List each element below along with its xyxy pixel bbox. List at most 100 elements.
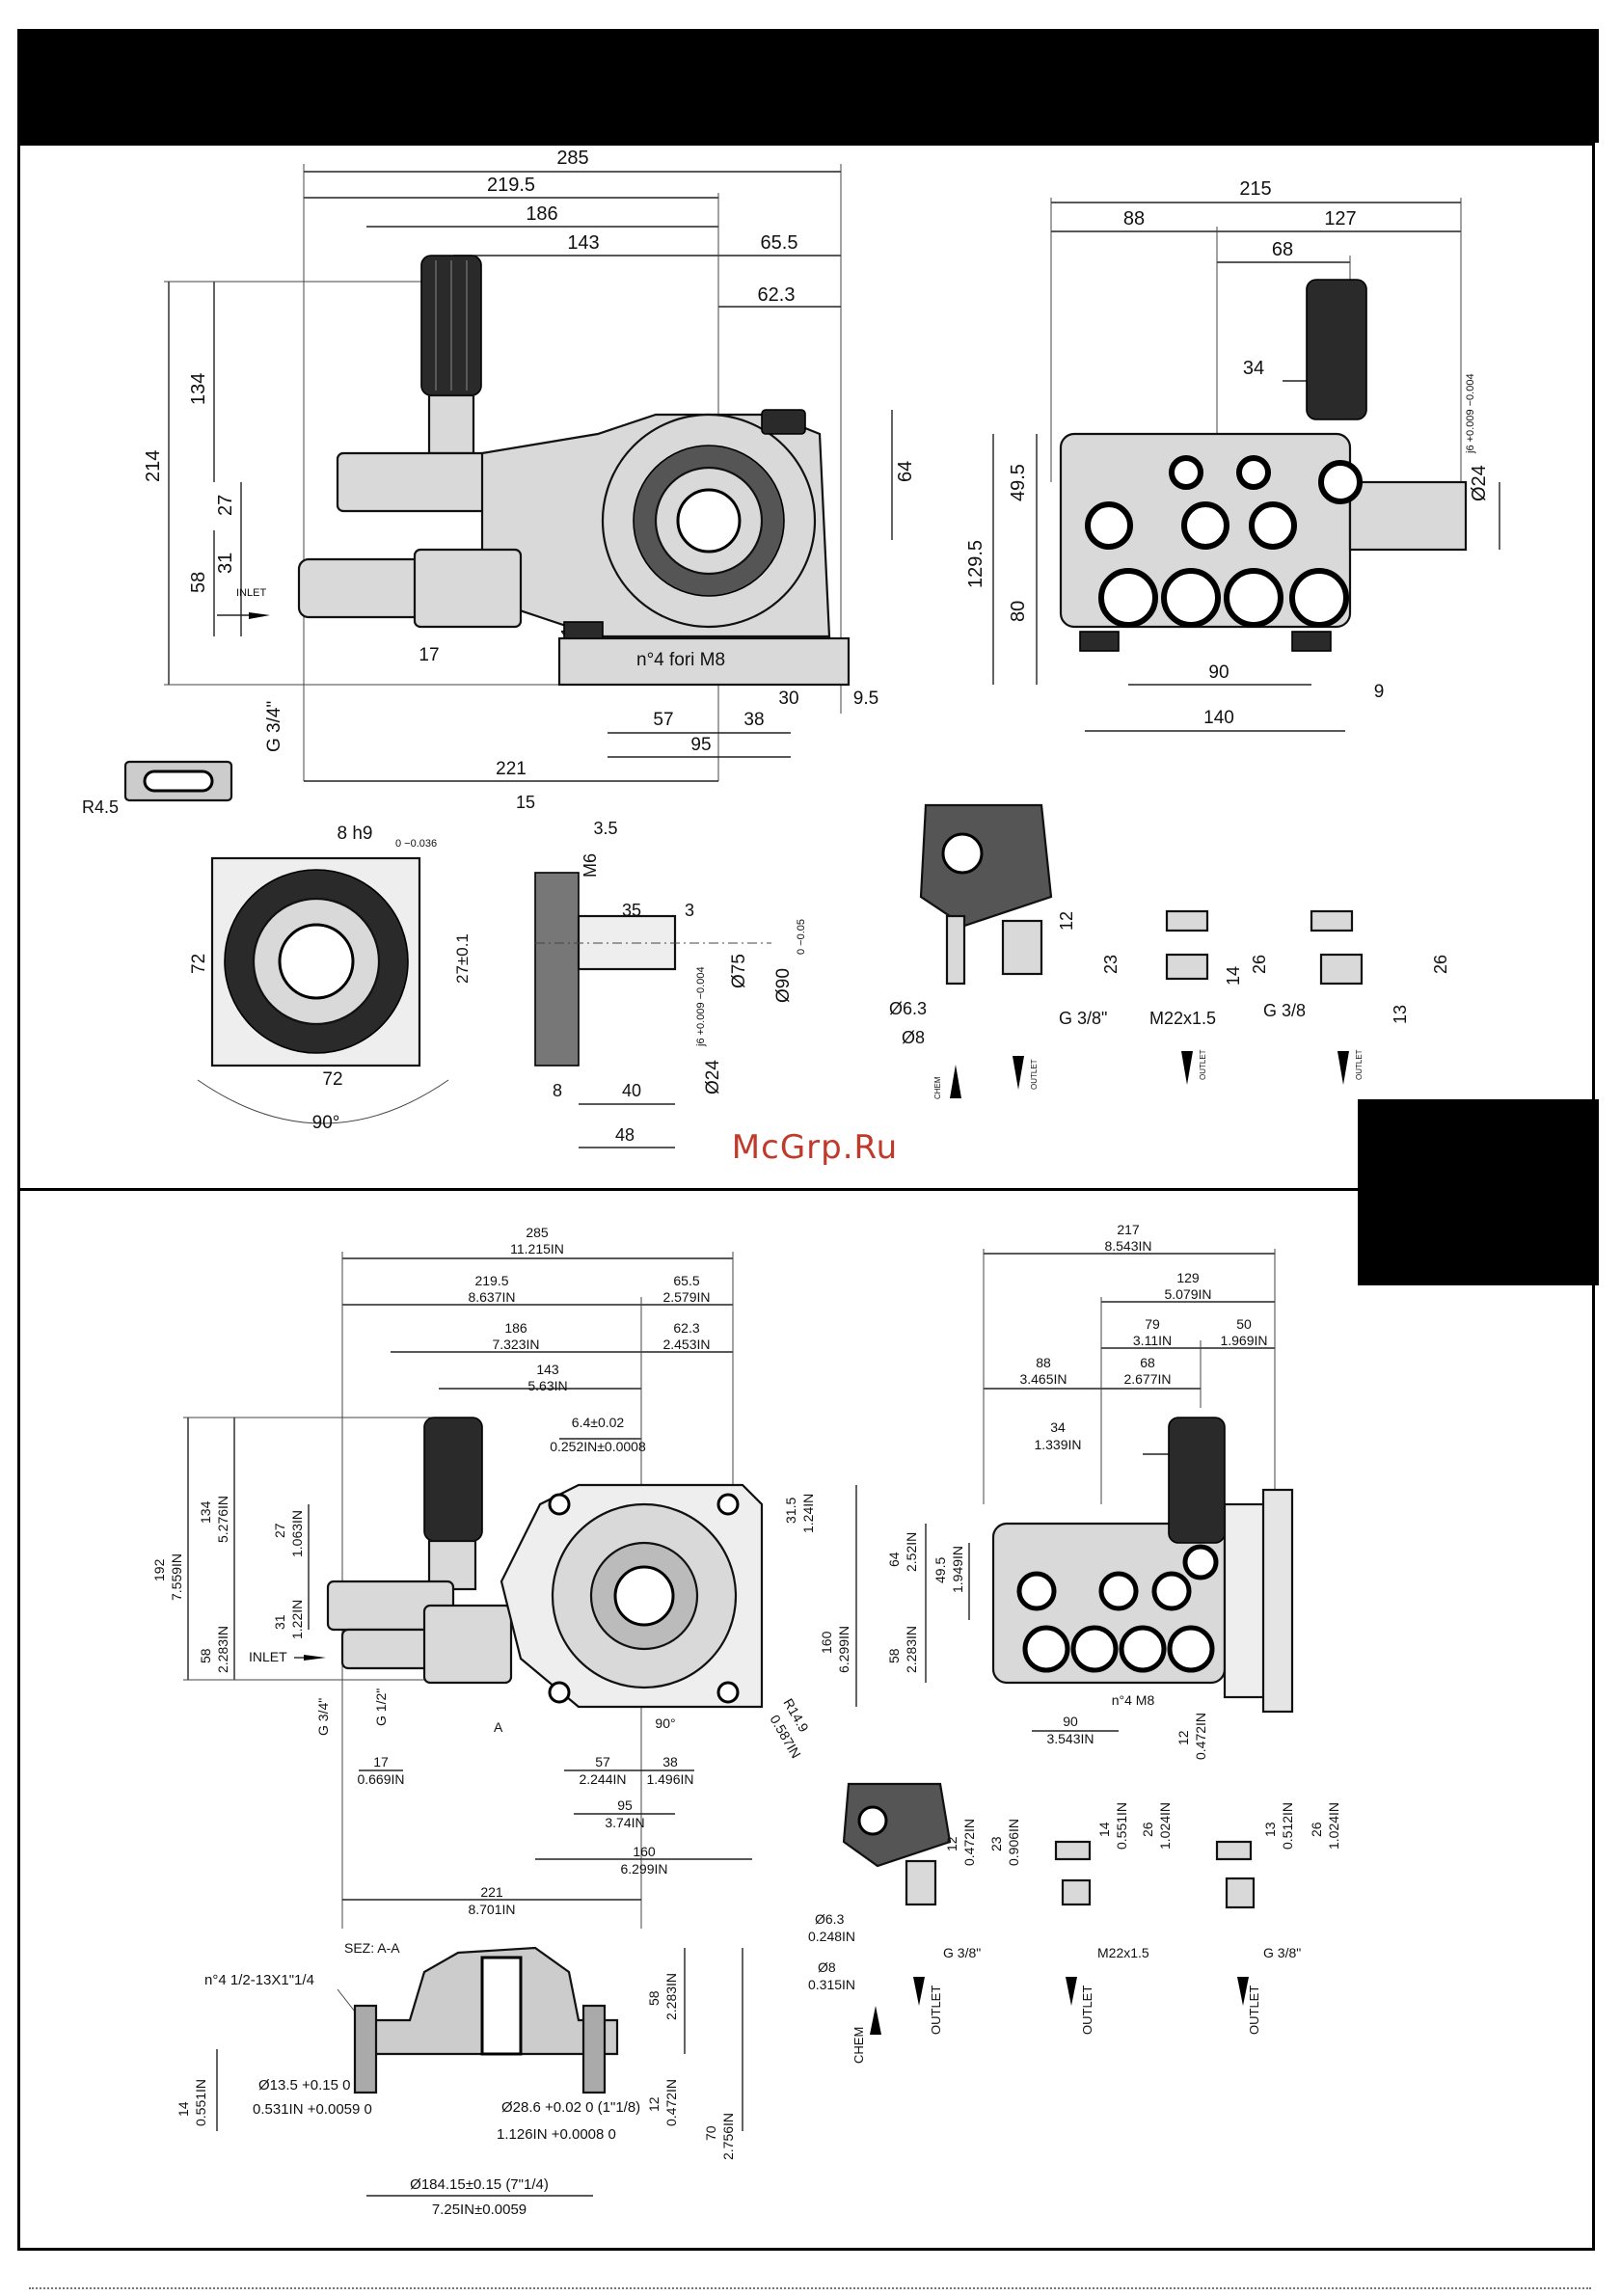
bf-79-in: 3.11IN <box>1133 1333 1172 1348</box>
conn-13: 13 <box>1391 1005 1410 1024</box>
conn-26b: 26 <box>1431 955 1450 974</box>
b-section-mark: A <box>494 1719 503 1735</box>
flange-72-v: 72 <box>189 954 209 974</box>
b-dim-62-in: 2.453IN <box>662 1337 710 1352</box>
shaft-section: 15 3.5 M6 35 3 Ø75 Ø90 0 −0.05 Ø24 j6 +0… <box>516 793 807 1148</box>
saa-12-in: 0.472IN <box>663 2079 679 2126</box>
saa-14-in: 0.551IN <box>193 2079 208 2126</box>
conn-g38b: G 3/8 <box>1263 1001 1306 1020</box>
b-dim-192-in: 7.559IN <box>169 1553 184 1601</box>
shaft-m6: M6 <box>581 853 600 878</box>
top-connections: 12 23 14 26 26 13 Ø6.3 Ø8 G 3/8" M22x1.5… <box>889 803 1450 1099</box>
bf-217: 217 <box>1117 1222 1140 1237</box>
section-aa: SEZ: A-A n°4 1/2-13X1"1/4 14 0.551IN 58 … <box>176 1940 743 2218</box>
saa-14: 14 <box>176 2101 191 2117</box>
top-side-view: 285 219.5 186 143 65.5 62.3 214 134 27 3… <box>143 148 916 782</box>
dim-221: 221 <box>496 759 527 779</box>
bf-12-in: 0.472IN <box>1193 1713 1208 1760</box>
b-dim-160-in: 6.299IN <box>836 1626 851 1673</box>
saa-bolt-circle-in: 7.25IN±0.0059 <box>432 2201 527 2218</box>
b-dim-285: 285 <box>526 1225 549 1240</box>
dim-219: 219.5 <box>487 175 535 196</box>
shaft-90-tol: 0 −0.05 <box>796 919 807 955</box>
flow-outlet-1: OUTLET <box>1030 1059 1039 1090</box>
bc-13: 13 <box>1262 1822 1278 1837</box>
bc-chem: CHEM <box>851 2027 866 2064</box>
flange-view: 8 h9 0 −0.036 72 72 27±0.1 90° <box>189 824 472 1133</box>
dim-80: 80 <box>1008 601 1029 622</box>
b-inlet: INLET <box>249 1649 287 1664</box>
b-dim-58: 58 <box>198 1648 213 1663</box>
key-width: 8 h9 <box>338 824 373 844</box>
bc-m22: M22x1.5 <box>1097 1945 1149 1960</box>
saa-bore-b: Ø28.6 +0.02 0 (1"1/8) <box>501 2099 640 2116</box>
b-dim-95-in: 3.74IN <box>605 1815 644 1830</box>
dim-143: 143 <box>567 232 599 254</box>
b-dim-27: 27 <box>272 1523 287 1538</box>
b-dim-17-in: 0.669IN <box>357 1771 404 1787</box>
dim-27: 27 <box>215 495 236 516</box>
bf-58: 58 <box>886 1648 902 1663</box>
b-dim-65-in: 2.579IN <box>662 1289 710 1305</box>
bc-8: Ø8 <box>818 1959 836 1975</box>
saa-58: 58 <box>646 1990 662 2006</box>
bottom-connections: 12 0.472IN 23 0.906IN 14 0.551IN 26 1.02… <box>808 1782 1341 2064</box>
b-dim-221-in: 8.701IN <box>468 1902 515 1917</box>
bf-12: 12 <box>1175 1730 1191 1745</box>
dim-68: 68 <box>1272 239 1293 260</box>
dim-17: 17 <box>419 645 439 665</box>
dim-9-5: 9.5 <box>853 689 878 709</box>
b-knob <box>423 1417 483 1542</box>
dim-129-5: 129.5 <box>965 540 986 588</box>
dim-127: 127 <box>1324 208 1356 230</box>
shaft-24-tol: j6 +0.009 −0.004 <box>695 966 707 1047</box>
saa-70-in: 2.756IN <box>720 2113 736 2160</box>
b-dim-27-in: 1.063IN <box>289 1510 305 1557</box>
bf-88-in: 3.465IN <box>1019 1371 1067 1387</box>
key-radius: R4.5 <box>82 797 119 817</box>
bf-217-in: 8.543IN <box>1104 1238 1151 1254</box>
saa-title: SEZ: A-A <box>344 1940 400 1956</box>
bc-14-in: 0.551IN <box>1114 1802 1129 1850</box>
bc-23: 23 <box>988 1836 1004 1851</box>
b-dim-6-4-in: 0.252IN±0.0008 <box>550 1439 646 1454</box>
conn-6-3: Ø6.3 <box>889 999 927 1018</box>
watermark: McGrp.Ru <box>731 1128 899 1167</box>
b-dim-143-in: 5.63IN <box>527 1378 567 1393</box>
b-dim-160b: 160 <box>633 1844 656 1859</box>
dim-215: 215 <box>1239 178 1271 200</box>
dim-88: 88 <box>1123 208 1145 230</box>
saa-bore-b-in: 1.126IN +0.0008 0 <box>497 2126 616 2143</box>
conn-12: 12 <box>1057 911 1076 931</box>
dim-65: 65.5 <box>761 232 798 254</box>
b-dim-17: 17 <box>373 1754 389 1769</box>
b-dim-285-in: 11.215IN <box>510 1241 564 1256</box>
shaft-90: Ø90 <box>773 968 794 1003</box>
bf-49: 49.5 <box>932 1557 948 1583</box>
bf-68: 68 <box>1140 1355 1155 1370</box>
bc-14: 14 <box>1096 1822 1112 1837</box>
dim-62: 62.3 <box>758 284 796 306</box>
bc-6-3-in: 0.248IN <box>808 1929 855 1944</box>
dim-214: 214 <box>143 450 164 482</box>
dim-34: 34 <box>1243 358 1264 379</box>
dim-186: 186 <box>526 203 557 225</box>
conn-23: 23 <box>1101 955 1121 974</box>
dim-49-5: 49.5 <box>1008 464 1029 501</box>
bf-64: 64 <box>886 1552 902 1567</box>
key-tol: 0 −0.036 <box>395 838 437 850</box>
b-dim-95: 95 <box>617 1797 633 1813</box>
bf-49-in: 1.949IN <box>950 1546 965 1593</box>
bc-g38b: G 3/8" <box>1263 1945 1301 1960</box>
b-dim-57-in: 2.244IN <box>579 1771 626 1787</box>
dim-285: 285 <box>556 148 588 169</box>
b-dim-192: 192 <box>151 1558 167 1581</box>
bc-outlet-1: OUTLET <box>929 1985 943 2035</box>
b-dim-6-4: 6.4±0.02 <box>572 1415 625 1430</box>
thread-g34: G 3/4" <box>264 701 284 752</box>
bf-holes: n°4 M8 <box>1112 1692 1155 1708</box>
top-front-view: 215 88 127 68 34 49.5 129.5 80 <box>965 178 1500 732</box>
section-divider <box>17 1188 1358 1191</box>
